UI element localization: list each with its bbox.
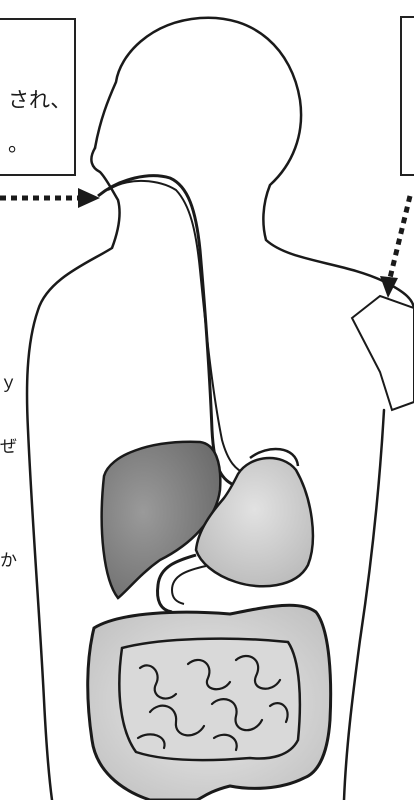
body-outline — [95, 18, 414, 310]
duodenum-inner — [172, 566, 206, 604]
left-margin-fragment-3: か — [0, 546, 17, 571]
duodenum — [158, 555, 196, 612]
left-margin-fragment-1: ｙ — [0, 368, 17, 393]
right-callout-box — [400, 16, 414, 176]
left-callout-line-1: され、 — [8, 84, 71, 114]
small-intestine-cavity — [119, 639, 300, 760]
torso-right-outline — [344, 410, 384, 800]
left-margin-fragment-2: ぜ — [0, 432, 17, 457]
left-callout-line-2: 。 — [8, 128, 29, 158]
esophagus-inner — [108, 181, 246, 474]
shoulder-patch — [352, 296, 414, 410]
dotted-arrow-right-icon — [0, 188, 100, 208]
dotted-arrow-down-left-icon — [380, 196, 410, 298]
